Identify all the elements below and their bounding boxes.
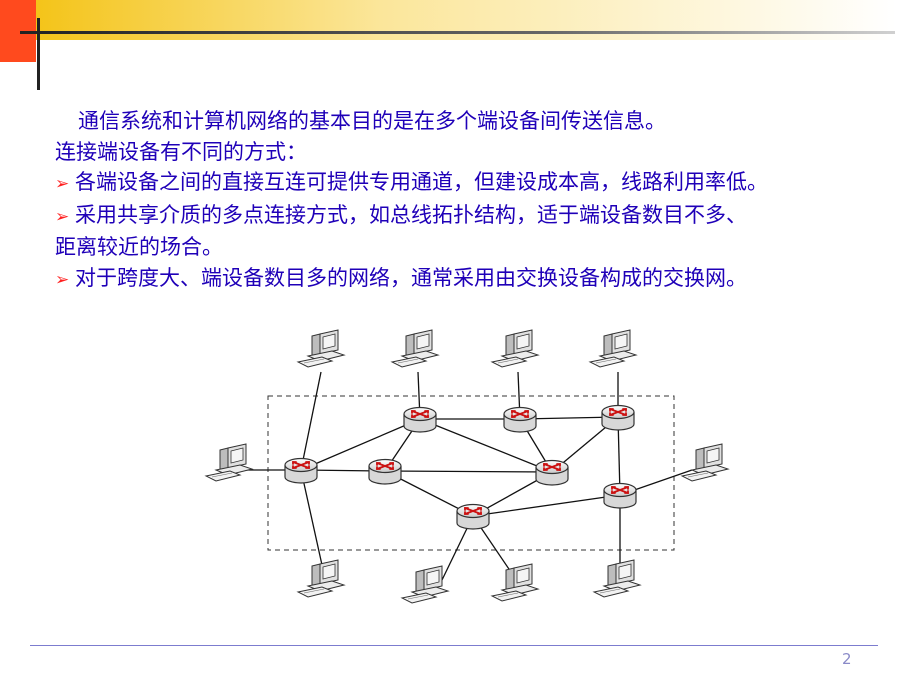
header-rule	[20, 31, 895, 34]
bullet-item-1: ➢各端设备之间的直接互连可提供专用通道，但建设成本高，线路利用率低。	[55, 167, 895, 200]
slide-body: 通信系统和计算机网络的基本目的是在多个端设备间传送信息。 连接端设备有不同的方式…	[55, 106, 895, 295]
bullet-item-2: ➢采用共享介质的多点连接方式，如总线拓扑结构，适于端设备数目不多、	[55, 200, 895, 233]
switched-network-diagram	[205, 329, 729, 604]
switch-node	[403, 406, 437, 433]
footer-rule	[30, 645, 878, 646]
bullet-arrow-icon: ➢	[55, 206, 70, 227]
terminal	[297, 329, 345, 368]
terminal	[391, 329, 439, 368]
terminal	[593, 559, 641, 598]
terminal	[491, 329, 539, 368]
terminal	[491, 563, 539, 602]
switch-node	[503, 406, 537, 433]
terminal	[205, 443, 253, 482]
terminal	[297, 559, 345, 598]
page-number: 2	[842, 650, 852, 668]
header-vertical-rule	[37, 18, 40, 90]
switch-node	[603, 482, 637, 509]
bullet-item-3: ➢对于跨度大、端设备数目多的网络，通常采用由交换设备构成的交换网。	[55, 263, 895, 296]
terminal	[681, 443, 729, 482]
switch-node	[456, 503, 490, 530]
switch-node	[535, 459, 569, 486]
bullet-item-2-continued: 距离较近的场合。	[55, 235, 223, 259]
switch-node	[368, 458, 402, 485]
switch-node	[601, 404, 635, 431]
bullet-arrow-icon: ➢	[55, 269, 70, 290]
terminal	[401, 565, 449, 604]
header-band	[36, 0, 896, 40]
body-line-2: 连接端设备有不同的方式：	[55, 139, 307, 164]
switch-node	[284, 457, 318, 484]
bullet-arrow-icon: ➢	[55, 174, 70, 194]
terminal	[589, 329, 637, 368]
body-line-1: 通信系统和计算机网络的基本目的是在多个端设备间传送信息。	[78, 109, 666, 133]
